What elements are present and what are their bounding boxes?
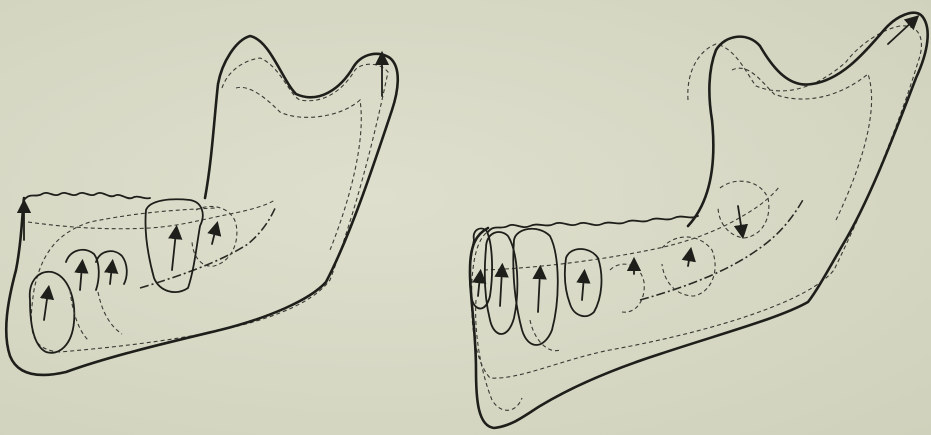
- left-arrow-canine: [80, 266, 82, 290]
- left-alveolar-crest: [24, 193, 150, 200]
- right-alveolar-crest: [488, 216, 698, 232]
- left-arrow-premolar: [110, 266, 112, 284]
- right-canal-line: [640, 198, 804, 300]
- left-arrow-molar: [172, 232, 176, 270]
- left-earlier-outline: [31, 58, 388, 352]
- left-arrow-incisor: [44, 292, 48, 320]
- right-arrow-incisor-2: [500, 270, 502, 306]
- left-mandible-panel: [6, 36, 398, 375]
- left-mandible-outline: [6, 36, 398, 375]
- left-canal-line: [140, 206, 276, 288]
- left-ramus-dashed: [236, 87, 361, 250]
- right-mandible-outline: [470, 13, 928, 428]
- left-incisor: [30, 272, 75, 353]
- right-germ-3: [610, 264, 644, 312]
- right-germ-5: [718, 181, 769, 238]
- right-arrow-canine: [538, 272, 540, 312]
- right-alveolar-dashed: [484, 186, 780, 270]
- right-arrow-molar: [688, 254, 690, 266]
- right-earlier-outline: [472, 26, 922, 378]
- left-premolar-roots: [70, 290, 122, 340]
- right-arrow-premolar: [582, 276, 584, 300]
- right-ramus-dashed: [732, 68, 872, 220]
- right-mandible-panel: [470, 13, 928, 428]
- right-canine: [513, 229, 557, 345]
- right-germ-2: [530, 320, 560, 351]
- left-arrow-germ: [212, 228, 216, 244]
- right-arrow-incisor-1: [478, 276, 480, 296]
